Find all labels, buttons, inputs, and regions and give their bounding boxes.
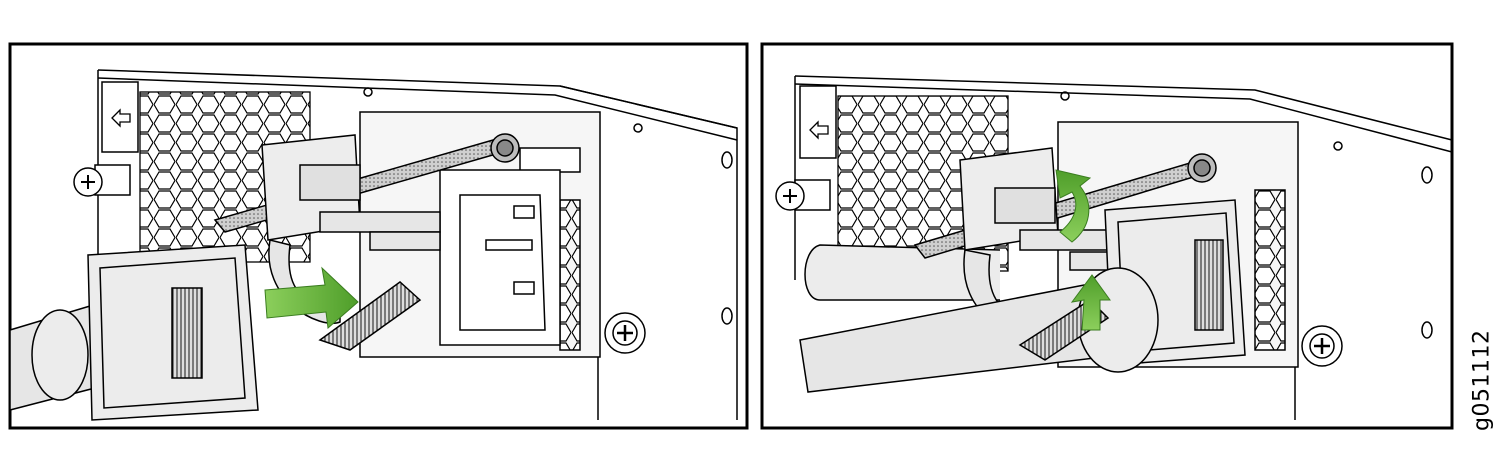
arrow-left-icon — [111, 108, 131, 128]
captive-screw-icon — [775, 179, 831, 211]
ground-screw-icon — [1301, 325, 1343, 367]
arrow-left-icon — [809, 120, 829, 140]
green-arrow-icon — [1070, 274, 1111, 331]
captive-screw-icon — [73, 164, 131, 197]
ac-inlet — [439, 169, 561, 346]
retainer-clip — [261, 134, 441, 324]
figure-id-label: g051112 — [1469, 329, 1495, 431]
panel-step-1 — [8, 42, 749, 430]
ground-screw-icon — [604, 312, 646, 354]
cord-loop — [804, 244, 1001, 301]
clip-grip-tab — [318, 281, 422, 351]
green-arrow-icon — [1055, 169, 1092, 243]
panel-step-2 — [760, 42, 1454, 430]
green-arrow-icon — [264, 266, 359, 329]
power-cord-plug — [799, 199, 1246, 393]
power-cord-plug — [9, 244, 259, 421]
